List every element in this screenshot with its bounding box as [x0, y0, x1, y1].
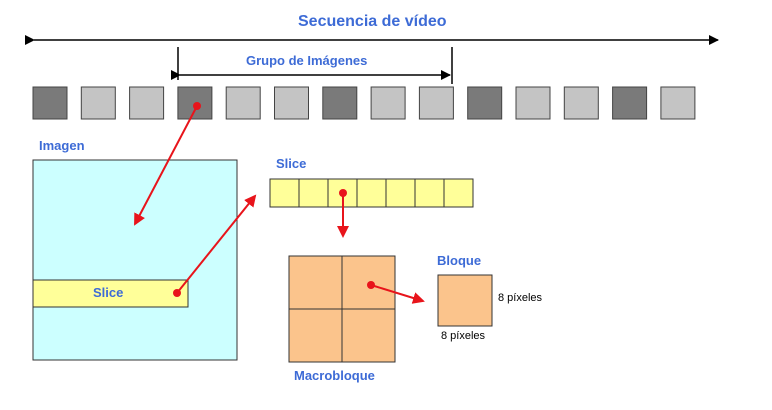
video-sequence-label: Secuencia de vídeo [298, 13, 447, 30]
block-width-label: 8 píxeles [498, 292, 543, 304]
frame-light [370, 86, 406, 120]
frame-light [80, 86, 116, 120]
frame-dark [612, 86, 648, 120]
macroblock-block-cell [341, 308, 396, 363]
frame-dark [322, 86, 358, 120]
frame-light [660, 86, 696, 120]
image-box [32, 159, 238, 361]
frame-light [515, 86, 551, 120]
frame-dark [32, 86, 68, 120]
block-label: Bloque [437, 253, 482, 268]
frame-light [129, 86, 165, 120]
slice-macroblock-cell [414, 178, 445, 208]
slice-macroblock-cell [298, 178, 329, 208]
slice-macroblock-cell [385, 178, 416, 208]
macroblock-block-cell [288, 308, 343, 363]
image-label: Imagen [39, 138, 85, 153]
slice-label: Slice [276, 156, 307, 171]
gop-label: Grupo de Imágenes [246, 53, 368, 68]
arrow-frame-to-image [134, 102, 201, 226]
image-slice-label: Slice [93, 285, 124, 300]
frame-light [563, 86, 599, 120]
macroblock-label: Macrobloque [294, 368, 375, 383]
macroblock-block-cell [288, 255, 343, 310]
slice-strip [269, 178, 474, 208]
block-height-label: 8 píxeles [441, 330, 486, 342]
arrow-slice-band-to-slice [173, 194, 257, 297]
slice-macroblock-cell [269, 178, 300, 208]
macroblock-grid [288, 255, 396, 363]
frames-row [32, 86, 696, 120]
frame-light [274, 86, 309, 120]
arrow-macroblock-to-block [367, 281, 425, 304]
arrow-slice-to-macroblock [337, 189, 349, 238]
frame-light [418, 86, 454, 120]
slice-macroblock-cell [443, 178, 474, 208]
frame-light [225, 86, 261, 120]
image-slice-band [32, 279, 189, 308]
frame-dark [467, 86, 503, 120]
slice-macroblock-cell [356, 178, 387, 208]
block-box [437, 274, 493, 327]
